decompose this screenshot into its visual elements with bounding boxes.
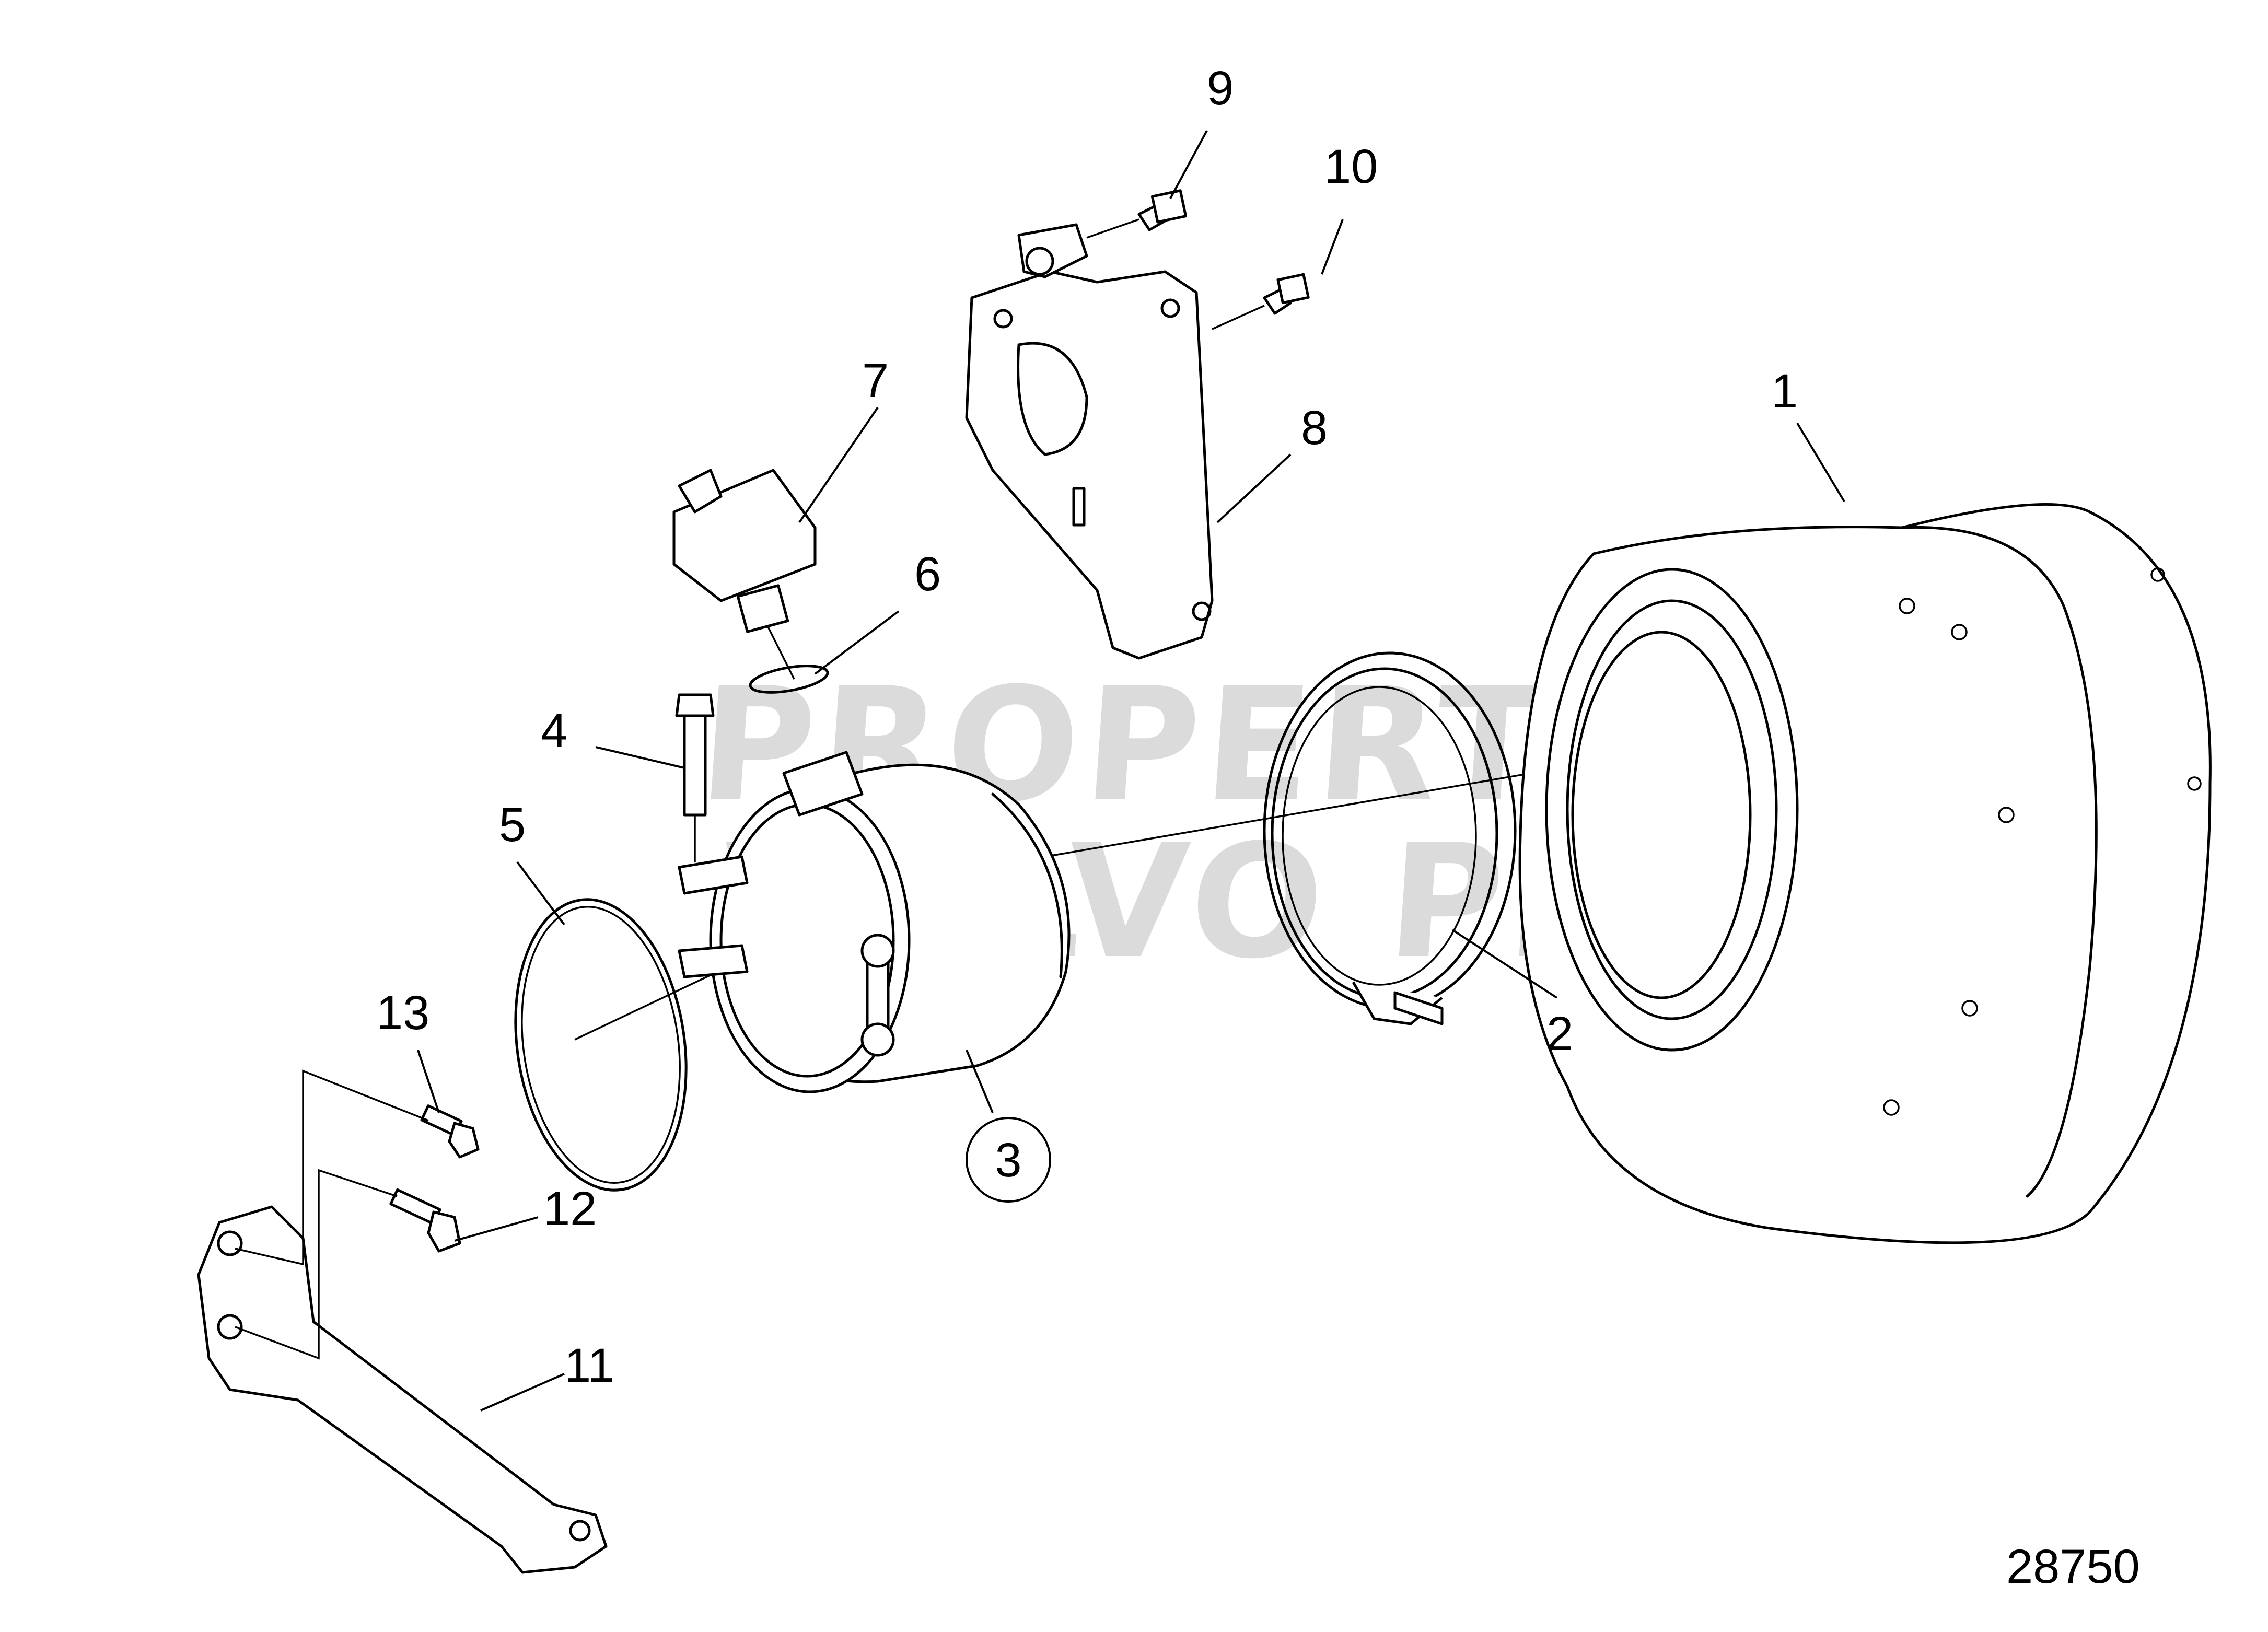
part-5-gasket [514, 898, 688, 1192]
callouts: 1 2 3 4 5 6 7 8 9 10 11 12 13 [376, 62, 1798, 1392]
bolt-alignment-lines [235, 1069, 429, 1360]
callout-3: 3 [995, 1134, 1021, 1187]
callout-11: 11 [564, 1339, 614, 1392]
callout-4: 4 [541, 704, 567, 757]
part-10-screw [1212, 273, 1310, 330]
part-1-canister [1518, 503, 2212, 1244]
leader-lines [417, 130, 1845, 1412]
callout-8: 8 [1301, 401, 1328, 454]
part-11-support-arm [197, 1205, 608, 1574]
part-2-vband-clamp [1263, 651, 1517, 1025]
part-9-screw [1086, 189, 1188, 239]
callout-12: 12 [543, 1182, 597, 1235]
callout-1: 1 [1771, 365, 1798, 418]
part-3-inlet-tube [678, 751, 1071, 1093]
callout-2: 2 [1546, 1007, 1573, 1060]
part-6-o-ring [749, 665, 829, 694]
callout-10: 10 [1324, 140, 1378, 193]
part-7-pressure-sensor [672, 469, 817, 680]
part-4-bolt [675, 693, 715, 862]
callout-13: 13 [376, 986, 429, 1040]
callout-9: 9 [1207, 62, 1234, 115]
callout-6: 6 [914, 547, 941, 601]
callout-3-circle [966, 1117, 1051, 1203]
callout-7: 7 [862, 354, 889, 407]
part-8-bracket [965, 223, 1214, 660]
callout-5: 5 [499, 798, 526, 852]
part-13-flange-bolt [420, 1104, 480, 1159]
part-12-flange-bolt [389, 1188, 461, 1253]
figure-number: 28750 [2006, 1540, 2140, 1593]
